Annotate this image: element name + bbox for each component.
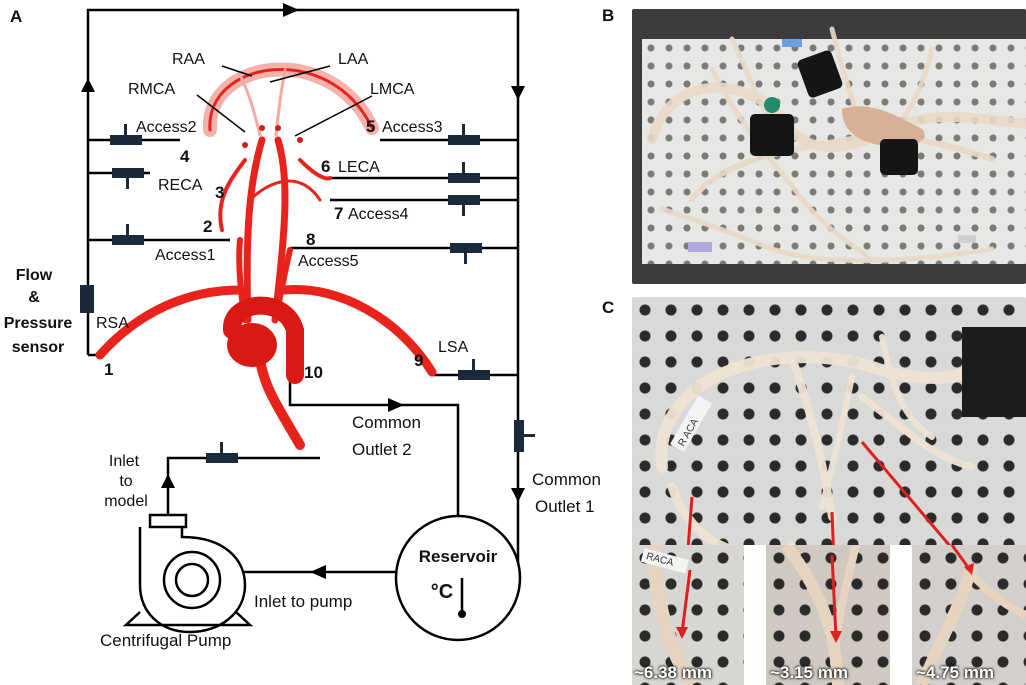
arrow-right-down [511, 86, 525, 100]
inlet-model-line-1: Inlet [109, 453, 140, 470]
flow-pressure-sensor-block [80, 285, 94, 313]
centrifugal-pump-icon [122, 513, 254, 634]
willis-arch [202, 62, 379, 137]
label-reca: RECA [158, 177, 203, 194]
thermometer-icon [458, 610, 466, 618]
reservoir: Reservoir °C [394, 514, 522, 642]
valves [80, 124, 535, 463]
tubing-model-photo [647, 26, 1026, 264]
valve [448, 135, 480, 145]
vessel-model [95, 62, 437, 450]
number-8: 8 [306, 230, 315, 249]
aortic-arch-model [842, 106, 925, 148]
reservoir-label: Reservoir [419, 547, 498, 566]
valve [448, 195, 480, 205]
valve [448, 173, 480, 183]
number-10: 10 [304, 363, 323, 382]
foam-clamp [962, 327, 1026, 417]
label-raa: RAA [172, 51, 205, 68]
arrow-inlet-pump [310, 565, 326, 579]
outlet1-line-1: Common [532, 470, 601, 489]
panel-label-b: B [602, 6, 615, 25]
label-access5: Access5 [298, 253, 359, 270]
number-1: 1 [104, 360, 113, 379]
flow-arrows [81, 3, 525, 579]
label-access1: Access1 [155, 247, 216, 264]
measurement-3: ~4.75 mm [916, 663, 994, 682]
panel-label-a: A [10, 7, 22, 26]
inlet-pump-label: Inlet to pump [254, 592, 352, 611]
foam-clamp [797, 50, 843, 98]
number-2: 2 [203, 217, 212, 236]
label-laa: LAA [338, 51, 369, 68]
panel-label-c: C [602, 298, 615, 317]
inlet-model-line-3: model [104, 493, 148, 510]
number-7: 7 [334, 204, 343, 223]
valve [514, 420, 524, 452]
inset-measure-1: RACA [632, 545, 744, 685]
label-lmca: LMCA [370, 81, 415, 98]
arrow-top [283, 3, 299, 17]
arrow-outlet2 [388, 398, 404, 412]
measurement-1: ~6.38 mm [634, 663, 712, 682]
label-lsa: LSA [438, 339, 469, 356]
temperature-unit: °C [431, 581, 453, 603]
number-9: 9 [414, 351, 423, 370]
pump-label: Centrifugal Pump [100, 631, 231, 650]
label-access4: Access4 [348, 206, 409, 223]
foam-clamp [750, 114, 794, 156]
number-5: 5 [366, 117, 375, 136]
label-leca: LECA [338, 159, 380, 176]
inset-measure-3 [912, 545, 1026, 685]
sensor-line-3: Pressure [4, 315, 73, 332]
leader-lines [196, 65, 373, 137]
label-rsa: RSA [96, 315, 129, 332]
foam-clamp [880, 139, 918, 175]
arrow-left-up [81, 78, 95, 92]
measurement-2: ~3.15 mm [770, 663, 848, 682]
sensor-line-1: Flow [16, 267, 53, 284]
number-4: 4 [180, 147, 190, 166]
valve [112, 235, 144, 245]
valve [112, 168, 144, 178]
arrow-inlet-model [161, 474, 175, 488]
outlet2-line-2: Outlet 2 [352, 440, 412, 459]
photo-setup-overview [632, 9, 1026, 284]
valve [450, 243, 482, 253]
label-rmca: RMCA [128, 81, 175, 98]
inset-measure-2 [766, 545, 890, 685]
valve [110, 135, 142, 145]
sensor-line-2: & [28, 289, 40, 306]
valve [458, 370, 490, 380]
sensor-line-4: sensor [12, 339, 64, 356]
arrow-outlet1 [511, 488, 525, 502]
photo-close-up: R ACA RACA ~6.38 mm [632, 297, 1026, 685]
number-3: 3 [215, 183, 224, 202]
inlet-model-line-2: to [119, 473, 132, 490]
outlet2-line-1: Common [352, 413, 421, 432]
outlet1-line-2: Outlet 1 [535, 497, 595, 516]
circuit-schematic: A [4, 3, 601, 650]
label-access3: Access3 [382, 119, 443, 136]
label-access2: Access2 [136, 119, 197, 136]
number-6: 6 [321, 157, 330, 176]
valve [206, 453, 238, 463]
